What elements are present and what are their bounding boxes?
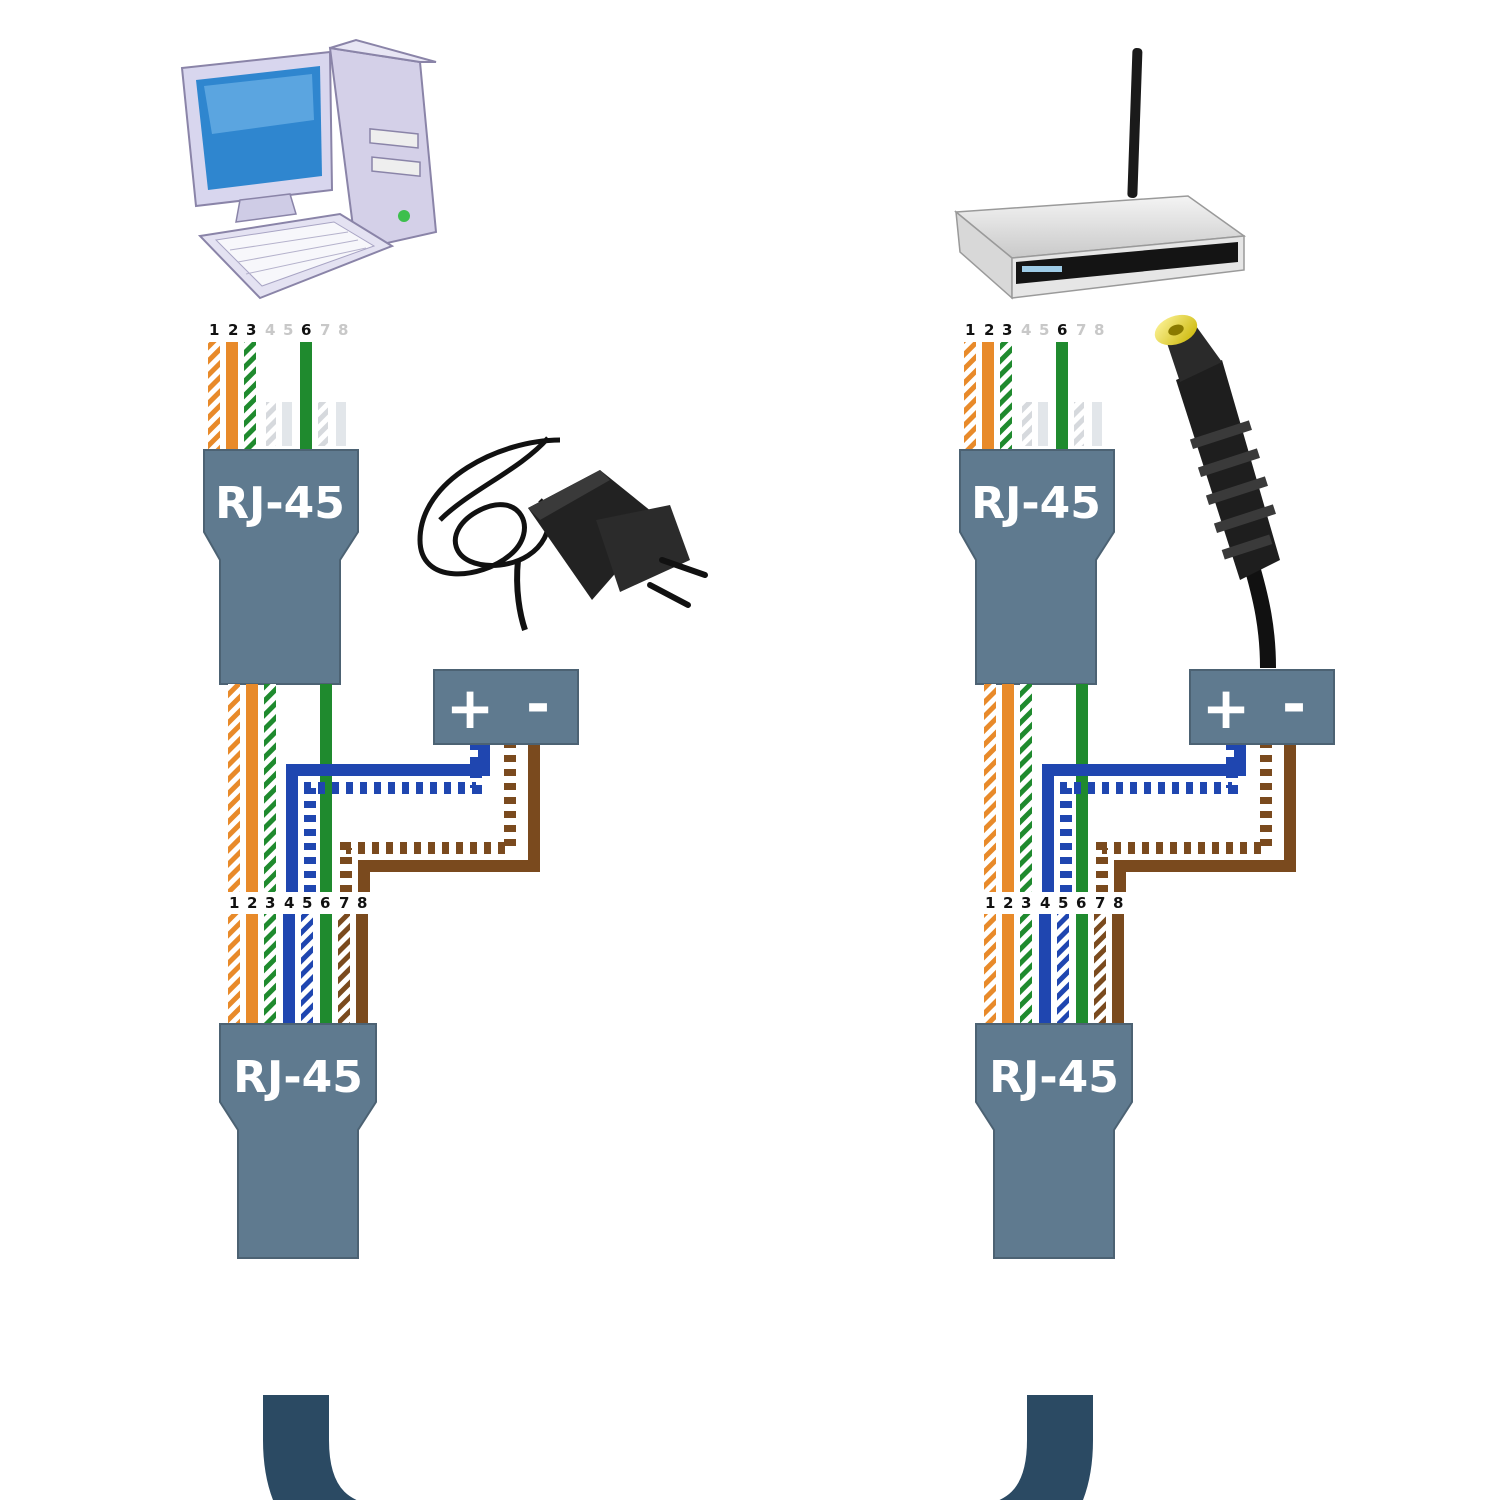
desktop-computer-icon — [180, 38, 438, 300]
pin-2: 2 — [247, 894, 257, 912]
right-middle-wires — [984, 684, 1296, 892]
pin-8: 8 — [1094, 321, 1104, 339]
wire-unused — [266, 402, 276, 446]
ethernet-cable — [263, 1395, 1093, 1500]
connector-label: RJ-45 — [215, 478, 345, 529]
left-middle-wires — [228, 684, 540, 892]
pin-6: 6 — [1076, 894, 1086, 912]
connector-label: RJ-45 — [233, 1052, 363, 1103]
pin-4: 4 — [1040, 894, 1050, 912]
right-top-pin-numbers: 1 2 3 4 5 6 7 8 — [965, 321, 1104, 339]
right-bottom-rj45-connector: RJ-45 — [975, 1023, 1133, 1259]
pin-2: 2 — [984, 321, 994, 339]
minus-label: - — [526, 670, 550, 738]
dc-barrel-plug-icon — [1154, 314, 1280, 669]
pin-8: 8 — [338, 321, 348, 339]
right-top-rj45-connector: RJ-45 — [959, 449, 1115, 685]
connector-label: RJ-45 — [989, 1052, 1119, 1103]
left-injector: 1 2 3 4 5 6 7 8 RJ-45 — [203, 321, 579, 1259]
pin-7: 7 — [320, 321, 330, 339]
pin-7: 7 — [1095, 894, 1105, 912]
right-injector: 1 2 3 4 5 6 7 8 RJ-45 — [959, 321, 1335, 1259]
pin-5: 5 — [1039, 321, 1049, 339]
pin-3: 3 — [1002, 321, 1012, 339]
pin-5: 5 — [283, 321, 293, 339]
pin-7: 7 — [1076, 321, 1086, 339]
power-adapter-icon — [417, 436, 708, 631]
pin-3: 3 — [1021, 894, 1031, 912]
right-bottom-wires — [984, 914, 1124, 1024]
right-top-wires — [964, 342, 1102, 450]
pin-2: 2 — [1003, 894, 1013, 912]
left-bottom-rj45-connector: RJ-45 — [219, 1023, 377, 1259]
wire-green — [300, 342, 312, 450]
left-bottom-wires — [228, 914, 368, 1024]
pin-6: 6 — [320, 894, 330, 912]
pin-4: 4 — [265, 321, 275, 339]
left-top-wires — [208, 342, 346, 450]
minus-label: - — [1282, 670, 1306, 738]
pin-3: 3 — [265, 894, 275, 912]
pin-6: 6 — [1057, 321, 1067, 339]
right-bottom-pin-numbers: 1 2 3 4 5 6 7 8 — [985, 894, 1123, 912]
pin-3: 3 — [246, 321, 256, 339]
wire-unused — [336, 402, 346, 446]
wire-unused — [282, 402, 292, 446]
pin-4: 4 — [284, 894, 294, 912]
pin-4: 4 — [1021, 321, 1031, 339]
plus-label: + — [446, 674, 495, 742]
pin-1: 1 — [965, 321, 975, 339]
wire-green-white — [244, 342, 256, 450]
left-bottom-pin-numbers: 1 2 3 4 5 6 7 8 — [229, 894, 367, 912]
wifi-router-icon — [954, 48, 1247, 300]
pin-6: 6 — [301, 321, 311, 339]
plus-label: + — [1202, 674, 1251, 742]
pin-2: 2 — [228, 321, 238, 339]
wire-orange — [226, 342, 238, 450]
pin-1: 1 — [985, 894, 995, 912]
wire-orange-white — [208, 342, 220, 450]
left-power-terminal: + - — [433, 669, 579, 745]
left-top-pin-numbers: 1 2 3 4 5 6 7 8 — [209, 321, 348, 339]
pin-8: 8 — [1113, 894, 1123, 912]
pin-1: 1 — [229, 894, 239, 912]
pin-8: 8 — [357, 894, 367, 912]
right-power-terminal: + - — [1189, 669, 1335, 745]
pin-1: 1 — [209, 321, 219, 339]
pin-7: 7 — [339, 894, 349, 912]
wire-unused — [318, 402, 328, 446]
left-top-rj45-connector: RJ-45 — [203, 449, 359, 685]
connector-label: RJ-45 — [971, 478, 1101, 529]
pin-5: 5 — [1058, 894, 1068, 912]
pin-5: 5 — [302, 894, 312, 912]
